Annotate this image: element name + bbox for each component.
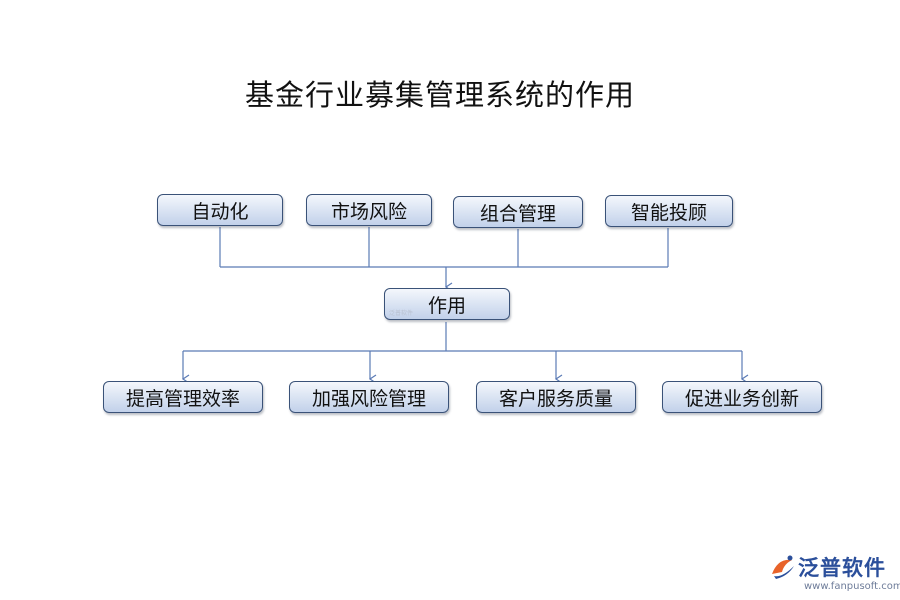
node-market-risk: 市场风险 bbox=[306, 194, 432, 226]
node-watermark: 泛普软件 bbox=[389, 310, 414, 317]
node-robo-advisor: 智能投顾 bbox=[605, 195, 733, 227]
node-automation: 自动化 bbox=[157, 194, 283, 226]
node-improve-efficiency: 提高管理效率 bbox=[103, 381, 263, 413]
diagram-title: 基金行业募集管理系统的作用 bbox=[244, 78, 635, 112]
node-business-innovation: 促进业务创新 bbox=[662, 381, 822, 413]
node-strengthen-risk-management: 加强风险管理 bbox=[289, 381, 449, 413]
node-function-label: 作用 bbox=[427, 294, 466, 317]
brand-logo: 泛普软件 www.fanpusoft.com bbox=[768, 552, 900, 596]
logo-url: www.fanpusoft.com bbox=[804, 581, 900, 592]
logo-name: 泛普软件 bbox=[798, 556, 886, 580]
node-customer-service-quality: 客户服务质量 bbox=[476, 381, 636, 413]
logo-icon bbox=[772, 555, 794, 579]
node-portfolio-management: 组合管理 bbox=[453, 196, 583, 228]
node-function: 作用 泛普软件 bbox=[384, 288, 510, 320]
